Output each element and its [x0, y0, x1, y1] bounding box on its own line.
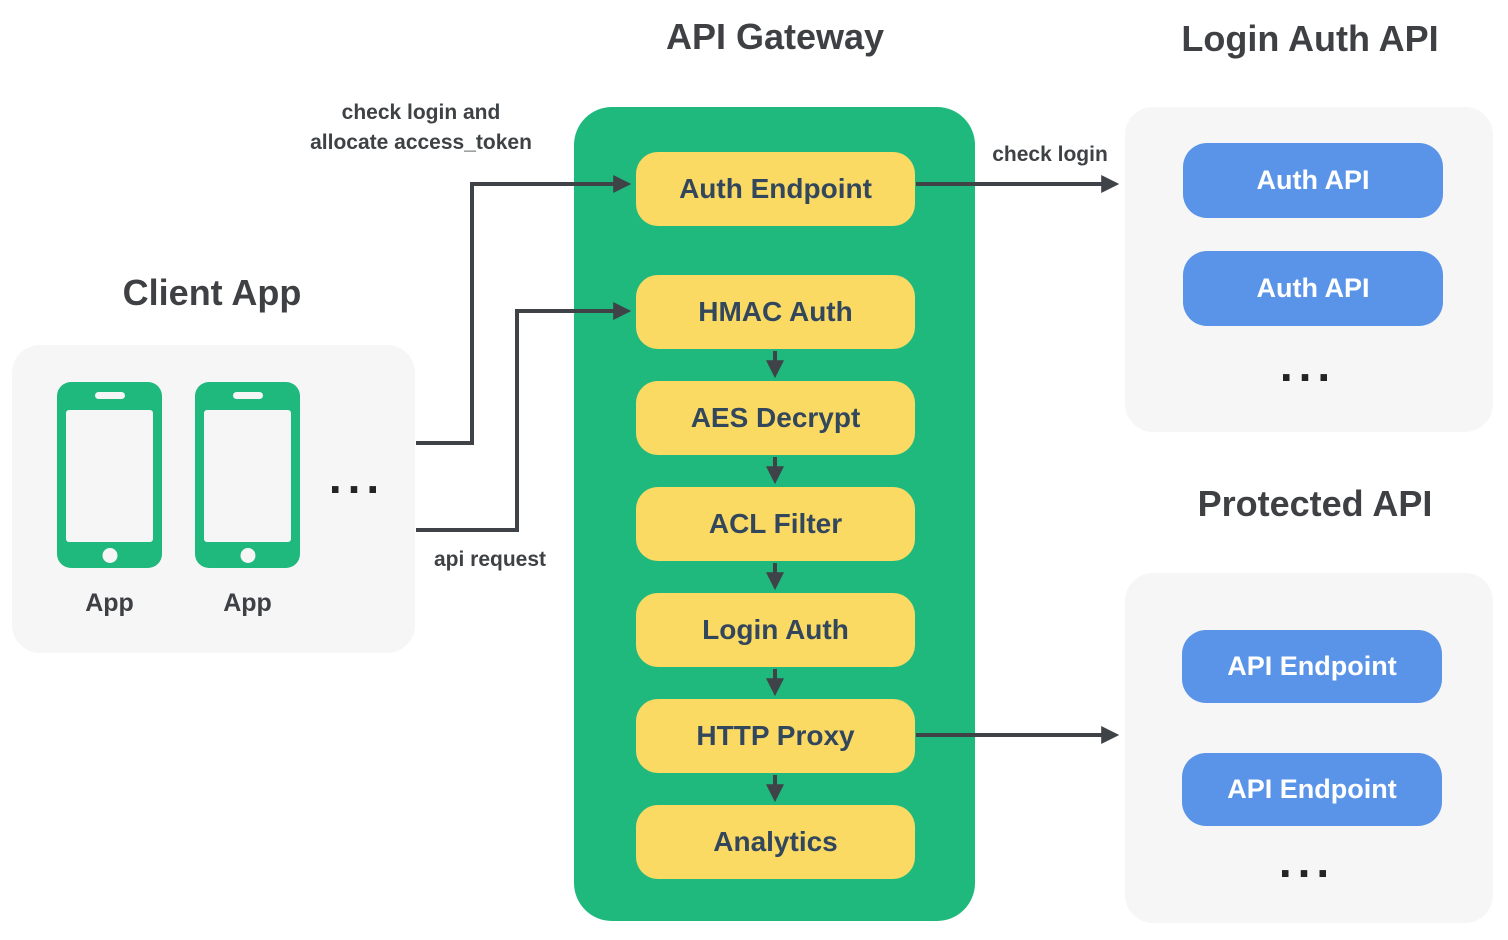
api-gateway-title: API Gateway: [665, 16, 885, 57]
client-more-ellipsis: ...: [328, 451, 386, 503]
gateway-node-aes-decrypt: AES Decrypt: [636, 381, 915, 455]
edge-label-line: allocate access_token: [310, 131, 532, 154]
api-endpoint-service: API Endpoint: [1182, 630, 1442, 703]
phone-home-button: [102, 548, 117, 563]
phone-icon: [57, 382, 162, 568]
client-app-title: Client App: [122, 272, 302, 313]
phone-screen: [204, 410, 291, 542]
gateway-node-login-auth: Login Auth: [636, 593, 915, 667]
edge-label-api-request: api request: [433, 548, 547, 571]
edge-label-check-login-allocate: check login and allocate access_token: [271, 98, 571, 158]
gateway-node-auth-endpoint: Auth Endpoint: [636, 152, 915, 226]
app-label: App: [223, 589, 272, 617]
app-label: App: [85, 589, 134, 617]
api-endpoint-service: API Endpoint: [1182, 753, 1442, 826]
phone-speaker-bar: [232, 392, 263, 399]
phone-screen: [66, 410, 153, 542]
login-auth-api-more-ellipsis: ...: [1279, 339, 1337, 391]
gateway-node-acl-filter: ACL Filter: [636, 487, 915, 561]
gateway-node-http-proxy: HTTP Proxy: [636, 699, 915, 773]
edge-label-check-login: check login: [992, 143, 1108, 166]
login-auth-api-title: Login Auth API: [1181, 18, 1439, 59]
auth-api-service: Auth API: [1183, 143, 1443, 218]
protected-api-more-ellipsis: ...: [1278, 835, 1336, 887]
phone-home-button: [240, 548, 255, 563]
auth-api-service: Auth API: [1183, 251, 1443, 326]
gateway-node-analytics: Analytics: [636, 805, 915, 879]
phone-speaker-bar: [94, 392, 125, 399]
edge-label-line: check login and: [341, 101, 501, 124]
phone-icon: [195, 382, 300, 568]
gateway-node-hmac-auth: HMAC Auth: [636, 275, 915, 349]
protected-api-title: Protected API: [1197, 483, 1433, 524]
